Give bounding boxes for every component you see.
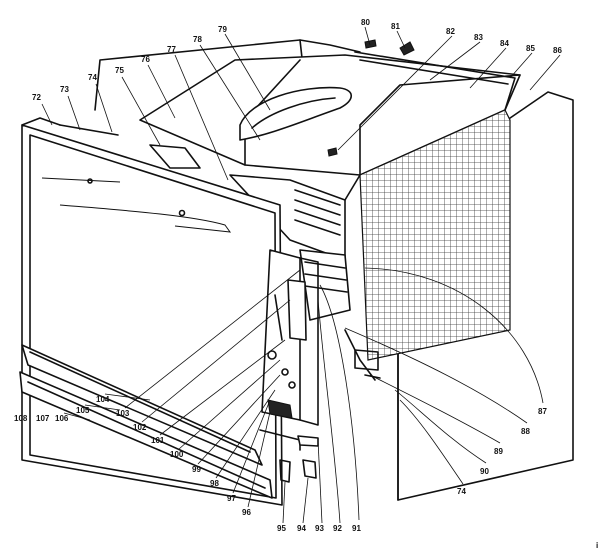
part-label-100: 100	[170, 450, 184, 459]
part-label-101: 101	[151, 436, 165, 445]
part-label-105: 105	[76, 406, 90, 415]
part-label-73: 73	[60, 85, 69, 94]
part-label-91: 91	[352, 524, 361, 533]
part-label-104: 104	[96, 395, 110, 404]
small-parts	[279, 349, 381, 483]
part-label-106: 106	[55, 414, 69, 423]
part-label-96: 96	[242, 508, 251, 517]
part-label-102: 102	[133, 423, 147, 432]
part-label-78: 78	[193, 35, 202, 44]
part-label-79: 79	[218, 25, 227, 34]
part-label-108: 108	[14, 414, 28, 423]
part-labels: 72 73 74 75 76 77 78 79 80 81 82 83 84 8…	[14, 18, 562, 533]
part-label-88: 88	[521, 427, 530, 436]
mesh-filter	[359, 109, 511, 361]
bottom-trim	[19, 117, 273, 499]
part-label-75: 75	[115, 66, 124, 75]
part-label-74: 74	[88, 73, 97, 82]
part-label-94: 94	[297, 524, 306, 533]
part-label-90: 90	[480, 467, 489, 476]
part-label-89: 89	[494, 447, 503, 456]
part-label-77: 77	[167, 45, 176, 54]
part-label-95: 95	[277, 524, 286, 533]
part-label-80: 80	[361, 18, 370, 27]
part-label-92: 92	[333, 524, 342, 533]
part-label-74-lower: 74	[457, 487, 466, 496]
part-label-81: 81	[391, 22, 400, 31]
top-rail	[327, 39, 516, 157]
part-label-84: 84	[500, 39, 509, 48]
part-label-85: 85	[526, 44, 535, 53]
top-handle	[239, 86, 353, 141]
margin-mark: i	[596, 541, 598, 550]
part-label-99: 99	[192, 465, 201, 474]
part-label-72: 72	[32, 93, 41, 102]
part-label-93: 93	[315, 524, 324, 533]
part-label-76: 76	[141, 55, 150, 64]
part-label-82: 82	[446, 27, 455, 36]
part-label-97: 97	[227, 494, 236, 503]
part-label-98: 98	[210, 479, 219, 488]
interior-shelves	[229, 174, 376, 381]
part-label-83: 83	[474, 33, 483, 42]
part-label-86: 86	[553, 46, 562, 55]
leader-lines	[41, 26, 561, 524]
part-label-103: 103	[116, 409, 130, 418]
part-label-107: 107	[36, 414, 50, 423]
part-label-87: 87	[538, 407, 547, 416]
